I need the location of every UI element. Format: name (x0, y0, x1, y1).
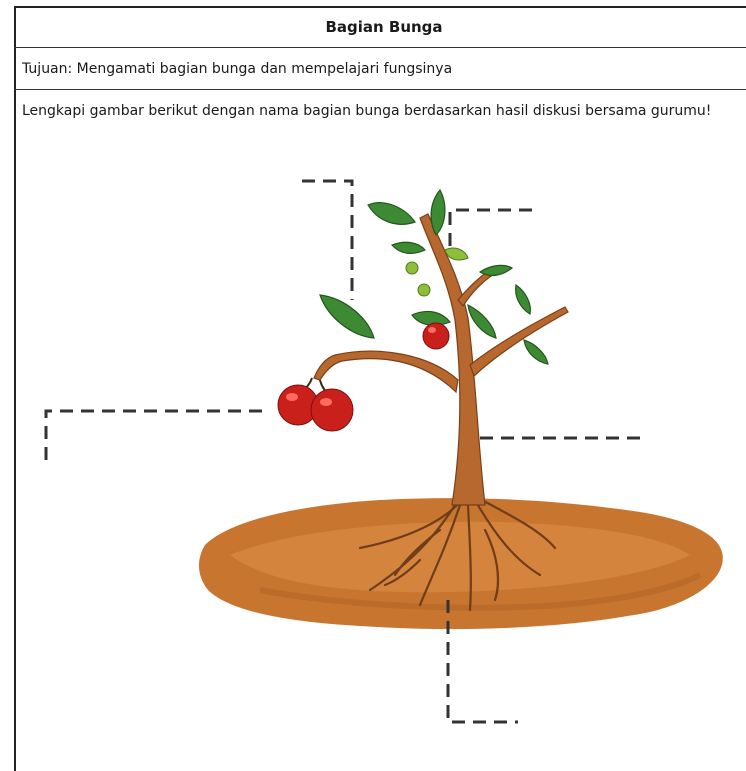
blank-line-leaf (302, 181, 352, 300)
fruits (278, 323, 449, 431)
blank-line-fruit (46, 411, 270, 460)
answer-blanks (46, 181, 640, 722)
blank-line-flower (450, 210, 540, 246)
soil-mound (199, 498, 723, 629)
